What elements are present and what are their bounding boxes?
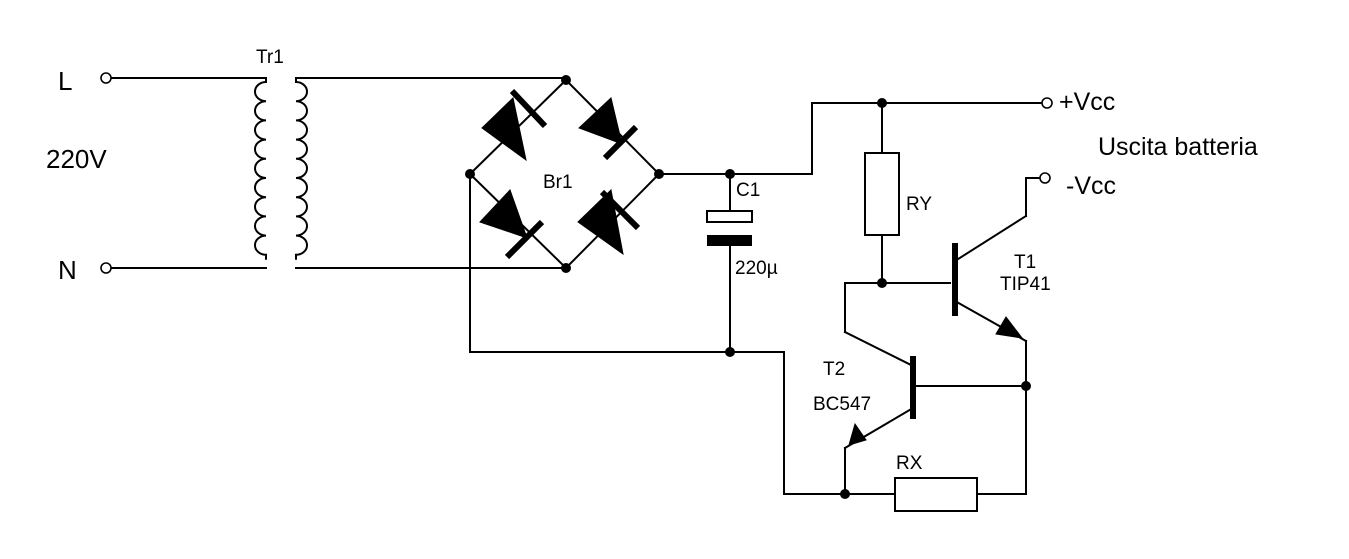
label-br1: Br1 (543, 172, 573, 193)
transformer-tr1 (254, 77, 567, 269)
terminal-vcc-minus (1039, 172, 1051, 184)
mains-input (100, 72, 267, 274)
terminal-vcc-plus (1041, 97, 1053, 109)
label-rx: RX (896, 453, 923, 474)
label-t1: T1 (1014, 252, 1036, 273)
label-t1-model: TIP41 (1000, 274, 1051, 295)
label-vcc-minus: -Vcc (1066, 172, 1116, 200)
label-c1: C1 (736, 180, 760, 201)
label-mains-voltage: 220V (46, 144, 107, 174)
capacitor-c1 (706, 210, 753, 246)
label-ry: RY (906, 194, 932, 215)
transistor-t2 (848, 356, 916, 446)
terminal-L (100, 72, 112, 84)
label-t2-model: BC547 (813, 394, 871, 415)
resistor-ry (864, 152, 900, 236)
terminal-N (100, 262, 112, 274)
resistor-rx (894, 477, 978, 512)
label-N: N (58, 255, 77, 285)
label-output: Uscita batteria (1098, 133, 1258, 161)
secondary-winding (295, 77, 308, 260)
transistor-t1 (952, 243, 1024, 339)
label-L: L (58, 66, 72, 96)
junction-nodes (465, 75, 1031, 499)
label-vcc-plus: +Vcc (1059, 88, 1115, 116)
label-tr1: Tr1 (256, 47, 284, 68)
primary-winding (254, 77, 267, 260)
label-t2: T2 (823, 359, 845, 380)
label-c1-value: 220µ (735, 258, 778, 279)
